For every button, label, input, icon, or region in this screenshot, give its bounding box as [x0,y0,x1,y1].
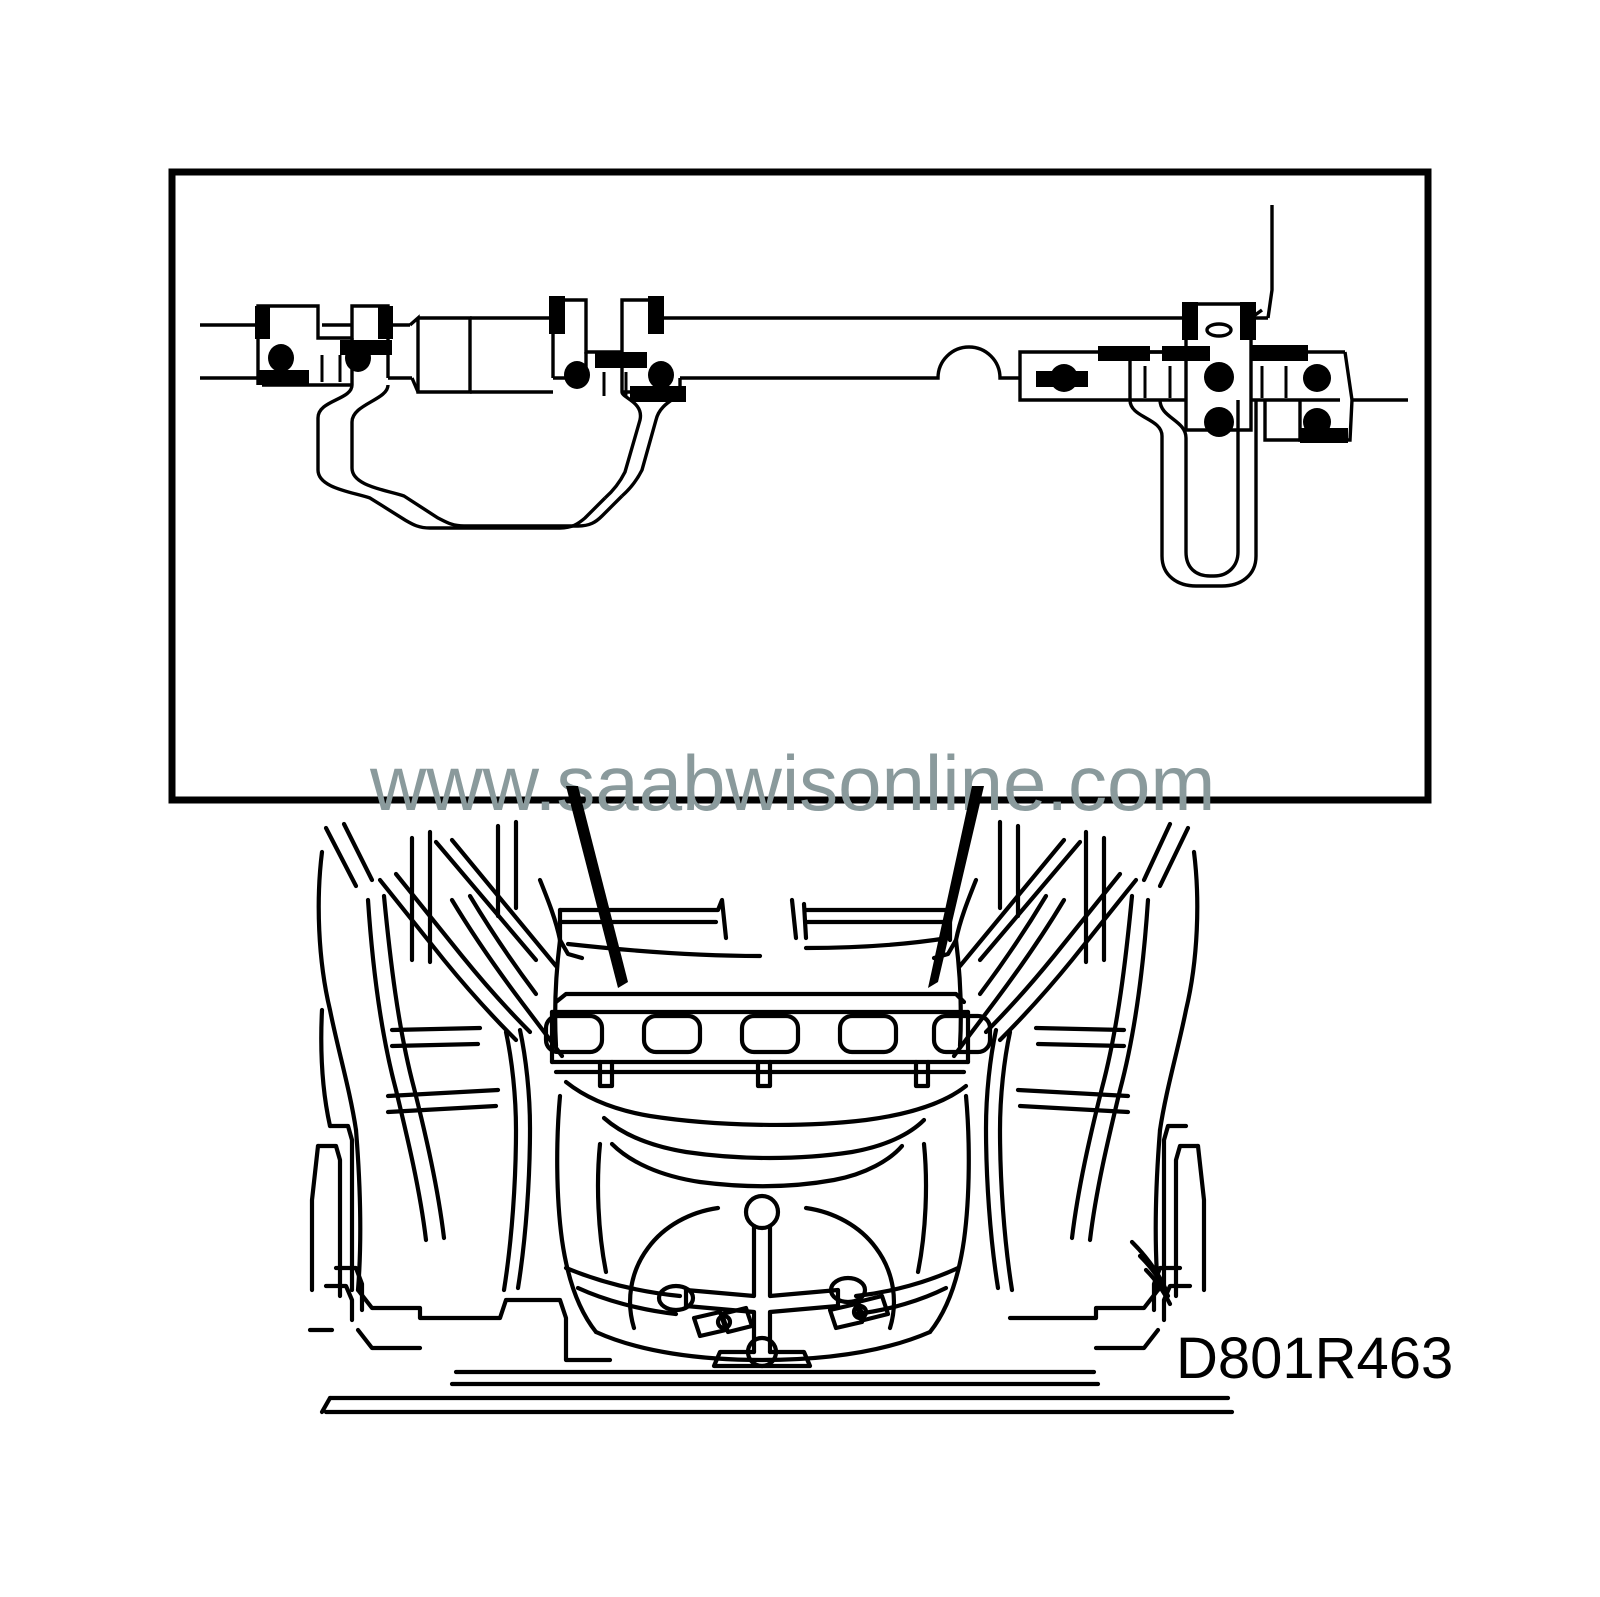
leader-arrow-right [928,786,984,988]
weld-mark [549,296,565,334]
weld-mark-group [255,296,1348,443]
part-number-text: D801R463 [1176,1326,1453,1391]
weld-mark [259,370,309,385]
weld-mark [378,306,393,339]
hole-mark [648,361,674,389]
cross-member-cutout [543,1013,605,1055]
hole-mark [345,344,371,372]
cross-member-cutout [641,1013,703,1055]
weld-mark [1098,346,1150,361]
retainer-center-hole [743,1193,781,1231]
cross-member-cutout [931,1013,993,1055]
oval-hole-group [1205,322,1233,338]
hole-mark [1050,364,1078,392]
weld-mark [255,306,270,339]
weld-mark [1162,346,1210,361]
part-number-label: D801R463 [1176,1326,1453,1391]
retainer-left-hole [656,1283,696,1313]
leader-arrow-left [566,786,628,988]
rear-body-assembly [307,819,1235,1415]
detail-panel-border [168,168,1432,804]
hole-mark [1303,408,1331,436]
retainer-bottom-hole [745,1335,779,1369]
watermark-text: www.saabwisonline.com [369,739,1215,827]
cross-member-cutout [739,1013,801,1055]
hole-mark [1204,407,1234,437]
leader-arrow-group [566,786,984,988]
hole-mark [1303,364,1331,392]
weld-mark [1182,302,1198,340]
tick-mark-group [320,355,1288,398]
retainer-right-hole [828,1275,868,1305]
weld-mark [595,352,647,368]
hole-mark-group [268,344,1331,437]
hole-mark [268,344,294,372]
cross-member-cutout-group [543,1013,993,1055]
weld-mark [648,296,664,334]
weld-mark [1240,302,1256,340]
weld-mark [1250,345,1308,361]
cross-member-cutout [837,1013,899,1055]
hole-mark [1204,362,1234,392]
weld-mark [630,386,686,402]
oval-hole [1205,322,1233,338]
hole-mark [564,361,590,389]
watermark: www.saabwisonline.com [369,739,1215,827]
